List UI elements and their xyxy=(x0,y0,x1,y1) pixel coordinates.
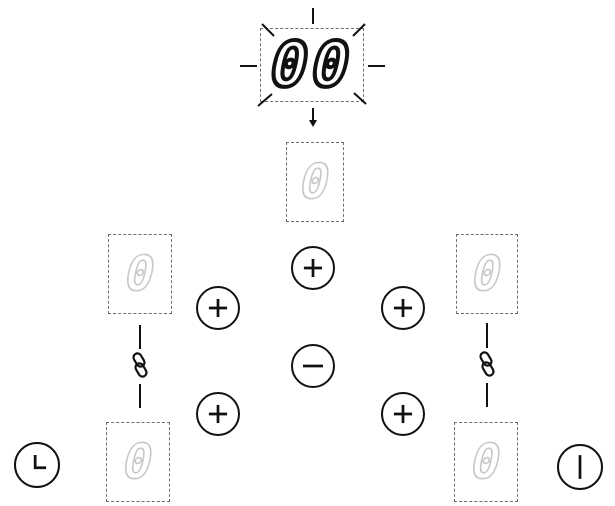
plus-icon xyxy=(208,404,228,424)
timer-value: 00 xyxy=(261,26,363,103)
zone-display-front-right: 0 xyxy=(454,422,518,502)
zone-level-rear-left: 0 xyxy=(119,245,161,303)
timer-button[interactable] xyxy=(14,442,60,488)
plus-button-front-left[interactable] xyxy=(196,392,240,436)
arrow-down-icon xyxy=(309,108,317,127)
plus-icon xyxy=(208,298,228,318)
minus-icon xyxy=(303,364,323,368)
plus-button-rear-left[interactable] xyxy=(196,286,240,330)
minus-button[interactable] xyxy=(291,344,335,388)
clock-icon xyxy=(33,454,47,470)
plus-button-rear-right[interactable] xyxy=(381,286,425,330)
plus-button-front-right[interactable] xyxy=(381,392,425,436)
zone-level-front-right: 0 xyxy=(465,433,507,491)
link-icon-right xyxy=(479,323,495,407)
plus-icon xyxy=(303,258,323,278)
zone-level-rear-right: 0 xyxy=(466,245,508,303)
zone-display-rear-left: 0 xyxy=(108,234,172,314)
timer-display: 00 xyxy=(260,26,364,103)
zone-display-front-left: 0 xyxy=(106,422,170,502)
plus-button-rear-middle[interactable] xyxy=(291,246,335,290)
plus-icon xyxy=(393,404,413,424)
zone-level-front-left: 0 xyxy=(117,433,159,491)
power-icon xyxy=(578,455,582,479)
zone-level-rear-middle: 0 xyxy=(294,153,336,211)
zone-display-rear-middle: 0 xyxy=(286,142,344,222)
power-button[interactable] xyxy=(557,444,603,490)
zone-display-rear-right: 0 xyxy=(456,234,518,314)
link-icon-left xyxy=(132,325,148,408)
plus-icon xyxy=(393,298,413,318)
